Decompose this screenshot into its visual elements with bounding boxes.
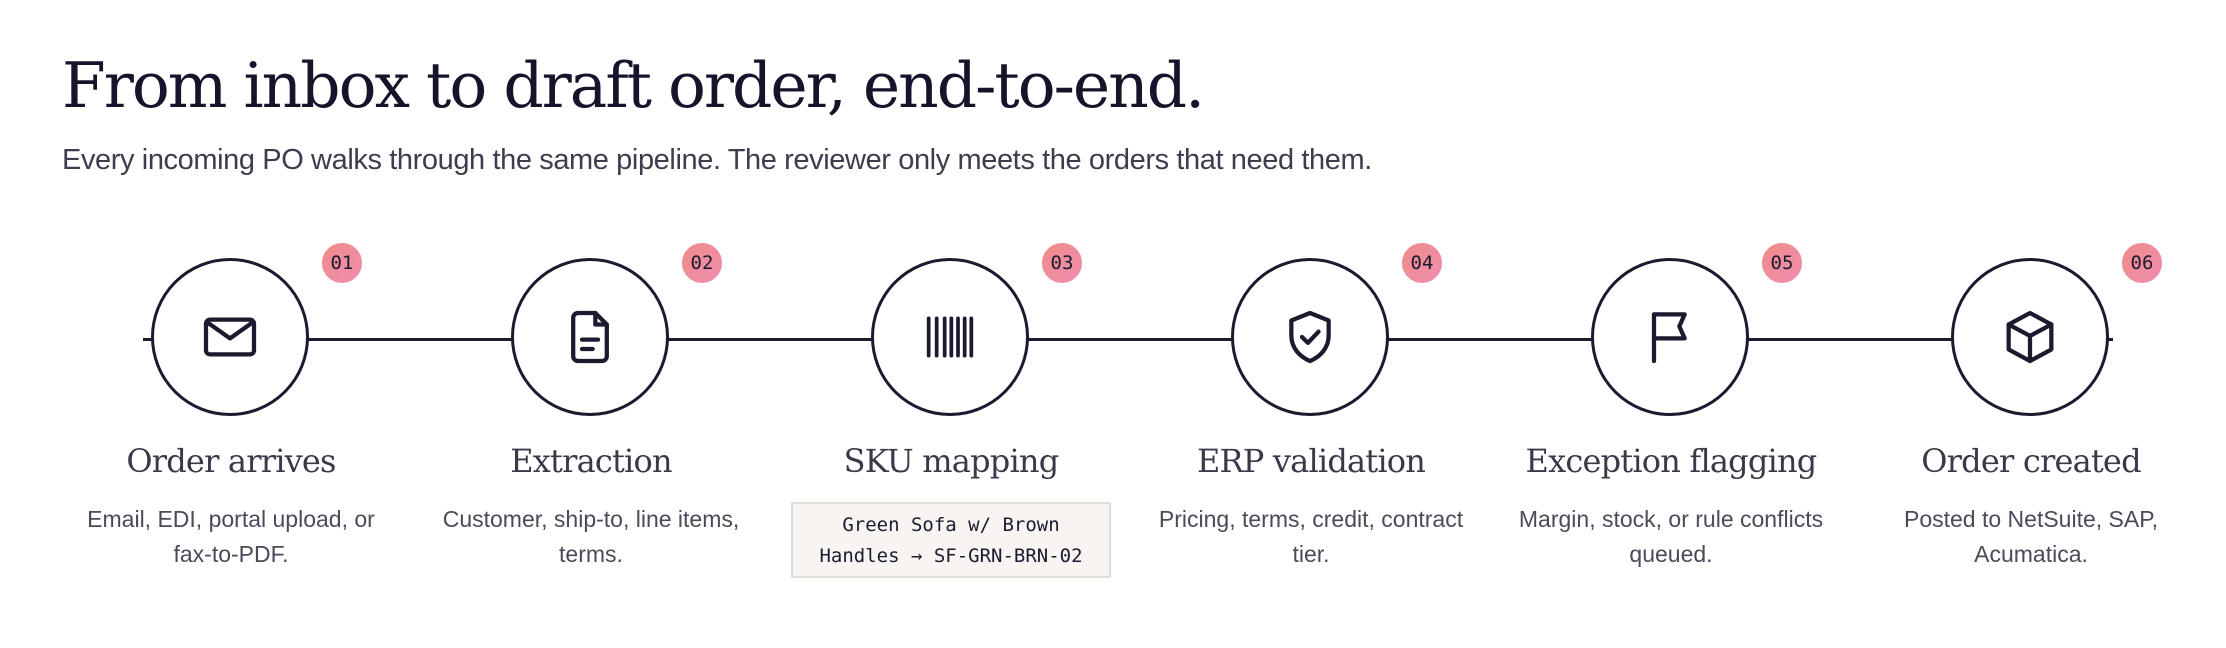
step-number-badge: 06 <box>2119 240 2165 286</box>
step-number-badge: 03 <box>1039 240 1085 286</box>
pipeline-step-order-created: 06 Order created Posted to NetSuite, SAP… <box>1861 0 2201 648</box>
step-description: Customer, ship-to, line items, terms. <box>442 506 740 567</box>
pipeline-step-extraction: 02 Extraction Customer, ship-to, line it… <box>421 0 761 648</box>
step-description: Pricing, terms, credit, contract tier. <box>1158 506 1464 567</box>
step-title: ERP validation <box>1196 442 1426 480</box>
step-number-badge: 05 <box>1759 240 1805 286</box>
step-title: Extraction <box>510 442 672 480</box>
step-title: Exception flagging <box>1525 442 1818 480</box>
pipeline-step-order-arrives: 01 Order arrives Email, EDI, portal uplo… <box>61 0 401 648</box>
step-number-badge: 01 <box>319 240 365 286</box>
step-number-badge: 02 <box>679 240 725 286</box>
document-icon <box>571 310 609 364</box>
step-title: SKU mapping <box>843 442 1060 480</box>
step-icon-circle <box>1591 258 1749 416</box>
pipeline-connector-line <box>143 338 2113 341</box>
pipeline-step-exception-flagging: 05 Exception flagging Margin, stock, or … <box>1501 0 1841 648</box>
step-title: Order arrives <box>126 442 336 480</box>
step-icon-circle <box>871 258 1029 416</box>
step-title: Order created <box>1921 442 2141 480</box>
step-number-badge: 04 <box>1399 240 1445 286</box>
flag-icon <box>1651 312 1687 364</box>
page-subtitle: Every incoming PO walks through the same… <box>62 144 1372 176</box>
code-line: Green Sofa w/ Brown <box>842 514 1060 536</box>
step-icon-circle <box>1231 258 1389 416</box>
sku-mapping-example: Green Sofa w/ Brown Handles → SF-GRN-BRN… <box>791 502 1111 578</box>
page-title: From inbox to draft order, end-to-end. <box>62 49 1205 122</box>
mail-icon <box>203 317 257 357</box>
step-icon-circle <box>1951 258 2109 416</box>
step-icon-circle <box>151 258 309 416</box>
barcode-icon <box>926 316 974 358</box>
pipeline-step-sku-mapping: 03 SKU mapping Green Sofa w/ Brown Handl… <box>781 0 1121 648</box>
box-icon <box>2006 310 2054 364</box>
step-description: Email, EDI, portal upload, or fax-to-PDF… <box>87 506 375 567</box>
code-line: Handles → SF-GRN-BRN-02 <box>819 545 1083 567</box>
step-description: Posted to NetSuite, SAP, Acumatica. <box>1903 506 2158 567</box>
step-icon-circle <box>511 258 669 416</box>
pipeline-step-erp-validation: 04 ERP validation Pricing, terms, credit… <box>1141 0 1481 648</box>
shield-check-icon <box>1289 310 1331 364</box>
step-description: Margin, stock, or rule conflicts queued. <box>1518 506 1824 567</box>
